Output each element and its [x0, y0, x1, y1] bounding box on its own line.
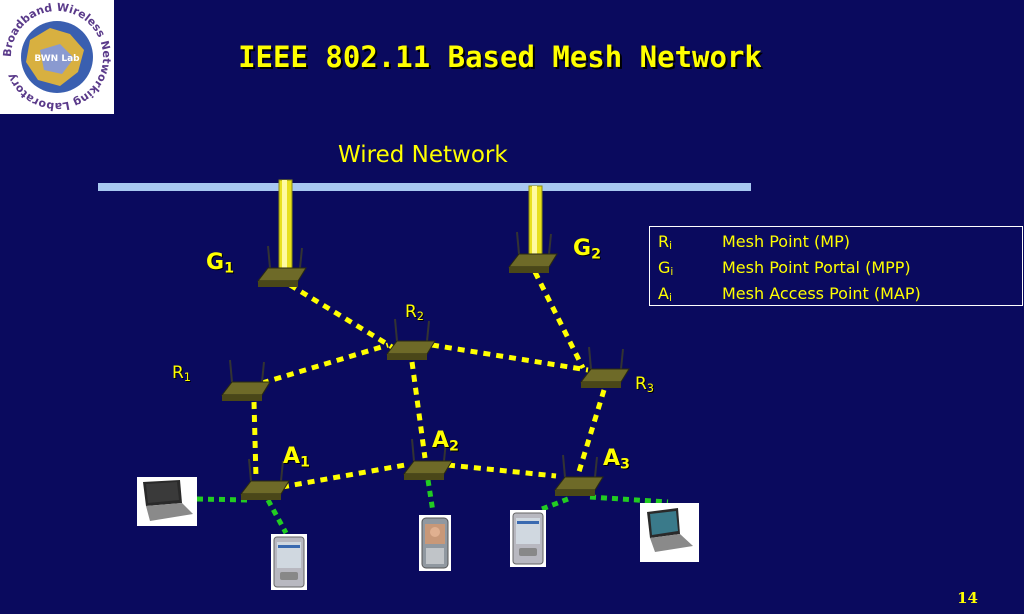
router-a1 [239, 458, 290, 500]
router-g2 [507, 231, 558, 273]
link-g1-r2 [288, 282, 394, 350]
wired-drop-g1 [278, 179, 293, 271]
label-r1: R1 [172, 363, 191, 384]
link-a2-a3 [447, 462, 557, 479]
router-r1 [220, 359, 271, 401]
legend-row-mpp: Gi Mesh Point Portal (MPP) [658, 257, 1014, 283]
link-r2-r3 [431, 342, 589, 373]
legend-symbol: Ri [658, 232, 673, 253]
link-r1-a1 [251, 401, 259, 479]
phone-icon [419, 515, 451, 571]
label-a2: A2 [432, 428, 459, 455]
link-r2-a2 [409, 361, 428, 459]
link-a2-phone [425, 479, 436, 513]
router-r3 [579, 346, 630, 388]
link-a3-pda [541, 496, 569, 512]
router-a2 [402, 438, 453, 480]
bwn-lab-logo: Broadband Wireless Networking Laboratory… [0, 0, 114, 114]
slide-title: IEEE 802.11 Based Mesh Network [238, 40, 762, 74]
logo-center-text: BWN Lab [34, 54, 80, 64]
label-r3: R3 [635, 374, 654, 395]
legend-text: Mesh Point (MP) [722, 232, 850, 251]
label-r2: R2 [405, 302, 424, 323]
label-a1: A1 [283, 444, 310, 471]
router-a3 [553, 454, 604, 496]
label-g2: G2 [573, 236, 602, 263]
legend-symbol: Gi [658, 258, 674, 279]
wired-backbone-line [98, 183, 751, 191]
legend-text: Mesh Point Portal (MPP) [722, 258, 911, 278]
page-number: 14 [957, 589, 978, 607]
laptop-right-icon [640, 503, 699, 562]
link-g2-r3 [532, 270, 586, 370]
legend-symbol: Ai [658, 284, 672, 305]
link-r1-r2 [261, 342, 389, 386]
mesh-links [251, 270, 607, 490]
label-a3: A3 [603, 446, 630, 473]
wired-drop-g2 [528, 185, 543, 257]
pda-left-icon [271, 534, 307, 590]
link-a1-pda [265, 498, 289, 535]
laptop-left-icon [137, 477, 197, 526]
link-a3-laptop [589, 494, 669, 505]
link-r3-a3 [575, 389, 607, 476]
label-g1: G1 [206, 250, 235, 277]
link-a1-a2 [281, 462, 406, 490]
legend-row-mp: Ri Mesh Point (MP) [658, 231, 1014, 257]
router-r2 [385, 318, 436, 360]
legend-text: Mesh Access Point (MAP) [722, 284, 921, 304]
legend-row-map: Ai Mesh Access Point (MAP) [658, 283, 1014, 309]
wired-network-label: Wired Network [338, 142, 508, 168]
router-g1 [256, 245, 307, 287]
pda-right-icon [510, 510, 546, 567]
legend-box: Ri Mesh Point (MP) Gi Mesh Point Portal … [649, 226, 1023, 306]
